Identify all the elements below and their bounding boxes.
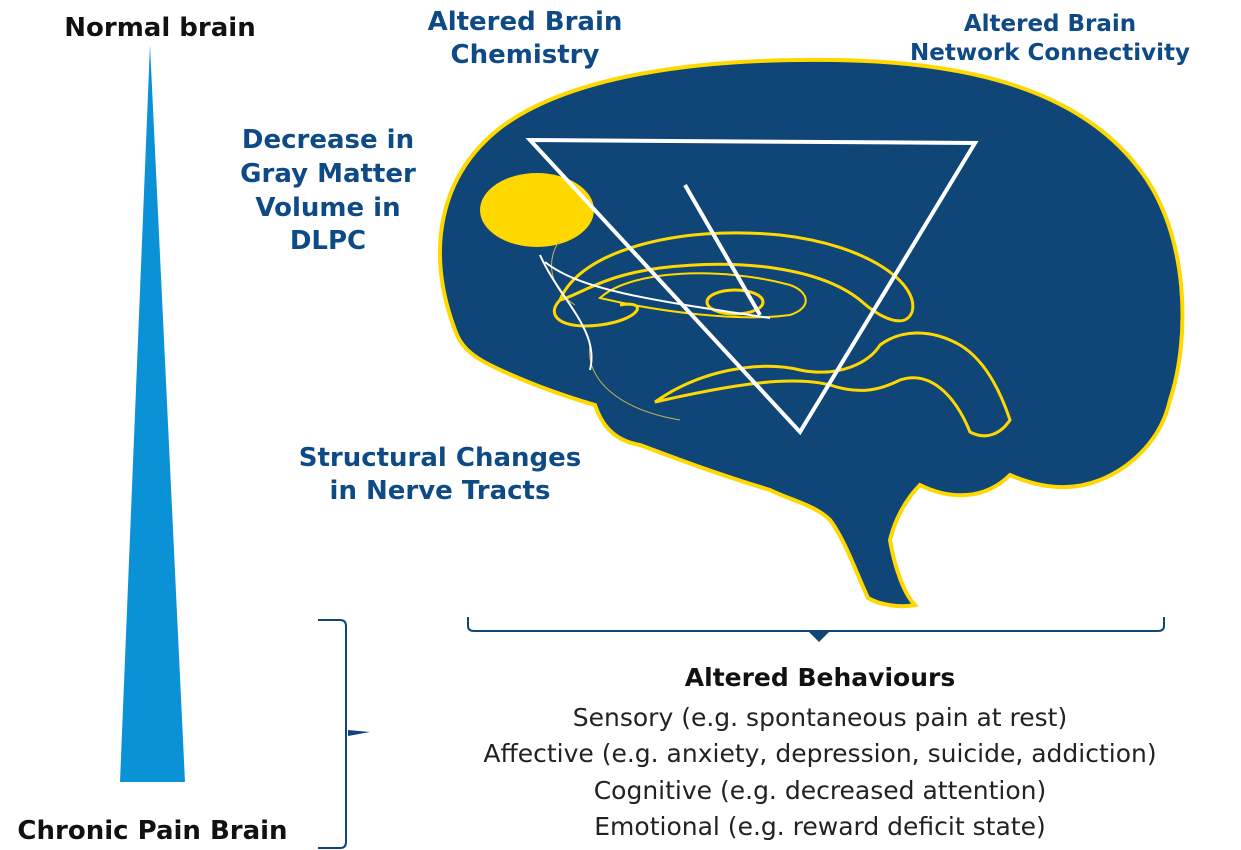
gray-line4: DLPC: [228, 225, 428, 259]
gray-matter-label: Decrease in Gray Matter Volume in DLPC: [228, 124, 428, 259]
nerve-line2: in Nerve Tracts: [275, 475, 605, 508]
behaviour-emotional: Emotional (e.g. reward deficit state): [400, 812, 1240, 842]
gradient-wedge: [120, 45, 185, 782]
bracket-arrow: [808, 631, 830, 642]
chemistry-line1: Altered Brain: [410, 6, 640, 39]
normal-brain-label: Normal brain: [55, 12, 265, 45]
chronic-pain-brain-label: Chronic Pain Brain: [0, 815, 305, 848]
dlpc-spot: [480, 173, 594, 247]
gray-line2: Gray Matter: [228, 158, 428, 192]
behaviour-affective: Affective (e.g. anxiety, depression, sui…: [400, 739, 1240, 769]
network-line1: Altered Brain: [880, 10, 1220, 39]
network-line2: Network Connectivity: [880, 39, 1220, 68]
side-bracket: [318, 620, 346, 848]
side-arrow: [348, 730, 370, 736]
behaviour-cognitive: Cognitive (e.g. decreased attention): [400, 776, 1240, 806]
gray-line3: Volume in: [228, 192, 428, 226]
nerve-line1: Structural Changes: [275, 442, 605, 475]
gray-line1: Decrease in: [228, 124, 428, 158]
behaviour-bracket: [468, 617, 1164, 631]
nerve-tracts-label: Structural Changes in Nerve Tracts: [275, 442, 605, 507]
altered-network-label: Altered Brain Network Connectivity: [880, 10, 1220, 68]
altered-behaviours-title: Altered Behaviours: [520, 662, 1120, 693]
brain-icon: [440, 60, 1182, 606]
behaviour-sensory: Sensory (e.g. spontaneous pain at rest): [400, 703, 1240, 733]
altered-chemistry-label: Altered Brain Chemistry: [410, 6, 640, 71]
chemistry-line2: Chemistry: [410, 39, 640, 72]
